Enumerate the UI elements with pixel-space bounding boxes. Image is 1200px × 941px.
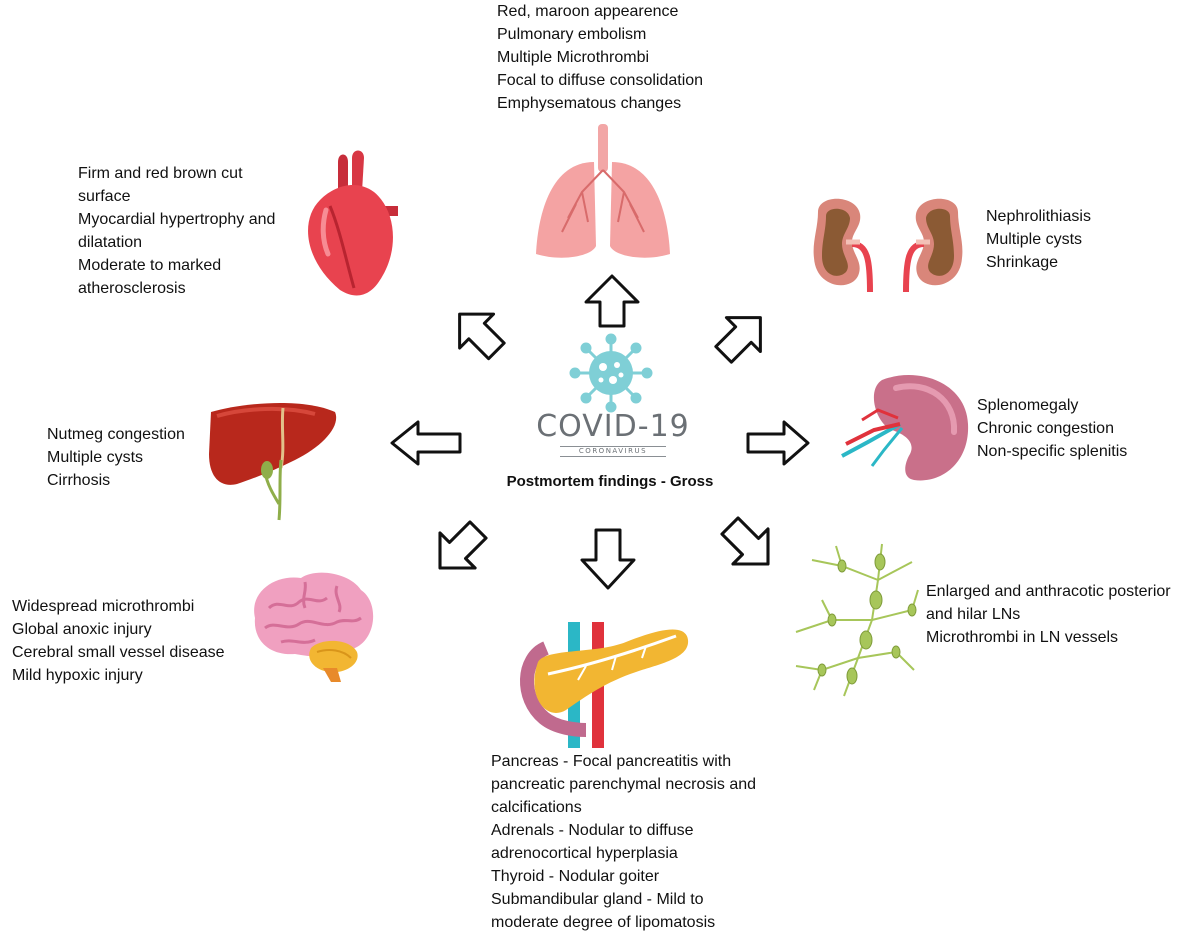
finding-line: Emphysematous changes <box>497 95 682 112</box>
lungs-icon <box>536 124 670 258</box>
finding-line: Shrinkage <box>986 254 1059 271</box>
spleen-findings: Splenomegaly Chronic congestion Non-spec… <box>977 394 1127 463</box>
finding-line: Chronic congestion <box>977 420 1114 437</box>
liver-icon <box>209 402 337 521</box>
finding-line: Moderate to marked <box>78 257 222 274</box>
finding-line: Multiple Microthrombi <box>497 49 650 66</box>
heart-findings: Firm and red brown cut surface Myocardia… <box>78 162 275 300</box>
arrow-right-spleen <box>746 420 810 466</box>
finding-line: Enlarged and anthracotic posterior <box>926 583 1171 600</box>
finding-line: adrenocortical hyperplasia <box>491 845 678 862</box>
heart-icon <box>308 150 398 296</box>
finding-line: Mild hypoxic injury <box>12 667 143 684</box>
covid-logo-subtext: CORONAVIRUS <box>560 446 666 457</box>
pancreas-icon <box>520 622 689 748</box>
pancreas-findings: Pancreas - Focal pancreatitis with pancr… <box>491 750 756 934</box>
arrow-up-lungs <box>584 274 640 328</box>
spleen-icon <box>841 375 969 481</box>
arrow-down-pancreas <box>580 528 636 590</box>
finding-line: Pulmonary embolism <box>497 26 647 43</box>
kidneys-findings: Nephrolithiasis Multiple cysts Shrinkage <box>986 205 1091 274</box>
finding-line: Widespread microthrombi <box>12 598 195 615</box>
arrow-up-right-kidneys <box>714 316 762 364</box>
finding-line: and hilar LNs <box>926 606 1021 623</box>
kidneys-icon <box>813 198 963 293</box>
finding-line: surface <box>78 188 131 205</box>
diagram-title: Postmortem findings - Gross <box>506 473 714 490</box>
finding-line: Firm and red brown cut <box>78 165 243 182</box>
finding-line: atherosclerosis <box>78 280 186 297</box>
brain-icon <box>254 572 374 682</box>
arrow-down-right-lymph-nodes <box>720 516 770 566</box>
finding-line: Multiple cysts <box>986 231 1083 248</box>
lymph-nodes-findings: Enlarged and anthracotic posterior and h… <box>926 580 1171 649</box>
finding-line: Myocardial hypertrophy and <box>78 211 276 228</box>
finding-line: Global anoxic injury <box>12 621 152 638</box>
lymph-nodes-icon <box>795 543 919 697</box>
finding-line: Pancreas - Focal pancreatitis with <box>491 753 732 770</box>
finding-line: Adrenals - Nodular to diffuse <box>491 822 694 839</box>
lungs-findings: Red, maroon appearence Pulmonary embolis… <box>497 0 703 115</box>
finding-line: Non-specific splenitis <box>977 443 1128 460</box>
finding-line: Submandibular gland - Mild to <box>491 891 704 908</box>
arrow-up-left-heart <box>458 312 506 361</box>
finding-line: dilatation <box>78 234 143 251</box>
finding-line: calcifications <box>491 799 582 816</box>
finding-line: Splenomegaly <box>977 397 1079 414</box>
finding-line: Multiple cysts <box>47 449 144 466</box>
arrow-down-left-brain <box>438 520 488 570</box>
finding-line: Nephrolithiasis <box>986 208 1091 225</box>
finding-line: Cerebral small vessel disease <box>12 644 225 661</box>
brain-findings: Widespread microthrombi Global anoxic in… <box>12 595 225 687</box>
finding-line: Microthrombi in LN vessels <box>926 629 1119 646</box>
arrow-left-liver <box>390 420 462 466</box>
finding-line: Thyroid - Nodular goiter <box>491 868 660 885</box>
finding-line: Red, maroon appearence <box>497 3 679 20</box>
finding-line: pancreatic parenchymal necrosis and <box>491 776 757 793</box>
coronavirus-icon <box>569 333 653 413</box>
liver-findings: Nutmeg congestion Multiple cysts Cirrhos… <box>47 423 185 492</box>
finding-line: Cirrhosis <box>47 472 111 489</box>
covid-logo-text: COVID-19 <box>536 409 690 444</box>
finding-line: moderate degree of lipomatosis <box>491 914 716 931</box>
finding-line: Focal to diffuse consolidation <box>497 72 704 89</box>
finding-line: Nutmeg congestion <box>47 426 185 443</box>
